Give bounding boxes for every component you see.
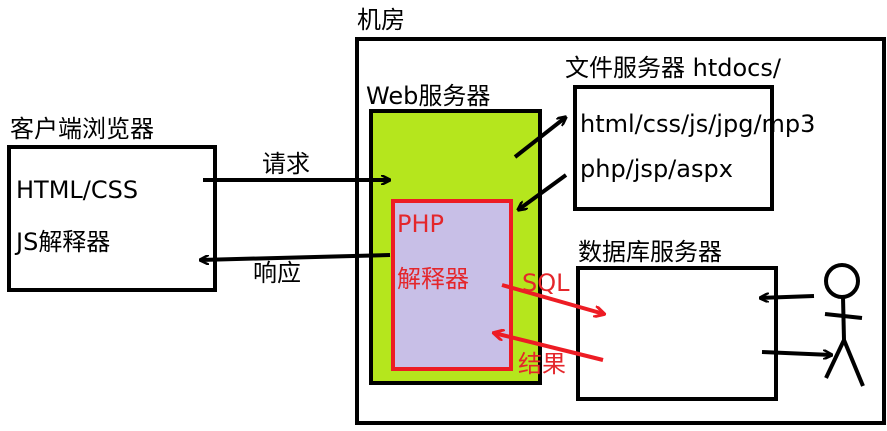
php-interpreter-label: 解释器: [397, 265, 469, 293]
user-stick-figure-icon: [824, 263, 865, 387]
file-to-web-arrow: [518, 173, 568, 210]
web-server-label: Web服务器: [366, 82, 490, 110]
client-browser-label: 客户端浏览器: [10, 115, 154, 143]
response-arrow: [200, 253, 391, 260]
client-js-interpreter-text: JS解释器: [14, 228, 110, 256]
request-label: 请求: [262, 150, 310, 178]
client-browser-box: [7, 145, 217, 292]
web-to-file-arrow: [513, 117, 566, 159]
file-types-static-text: html/css/js/jpg/mp3: [580, 110, 815, 138]
user-to-db-arrow: [761, 352, 832, 355]
response-label: 响应: [253, 259, 301, 287]
db-to-user-arrow: [760, 296, 815, 298]
database-server-box: [576, 266, 778, 401]
machine-room-label: 机房: [357, 6, 405, 34]
result-label: 结果: [518, 350, 566, 378]
client-html-css-text: HTML/CSS: [16, 176, 138, 204]
php-label: PHP: [397, 210, 444, 238]
result-arrow: [494, 333, 604, 362]
file-server-label: 文件服务器 htdocs/: [565, 54, 782, 82]
sql-arrow: [501, 283, 604, 314]
database-server-label: 数据库服务器: [578, 238, 722, 266]
sql-label: SQL: [522, 269, 570, 297]
file-server-box: [573, 85, 774, 211]
file-types-dynamic-text: php/jsp/aspx: [580, 155, 733, 183]
